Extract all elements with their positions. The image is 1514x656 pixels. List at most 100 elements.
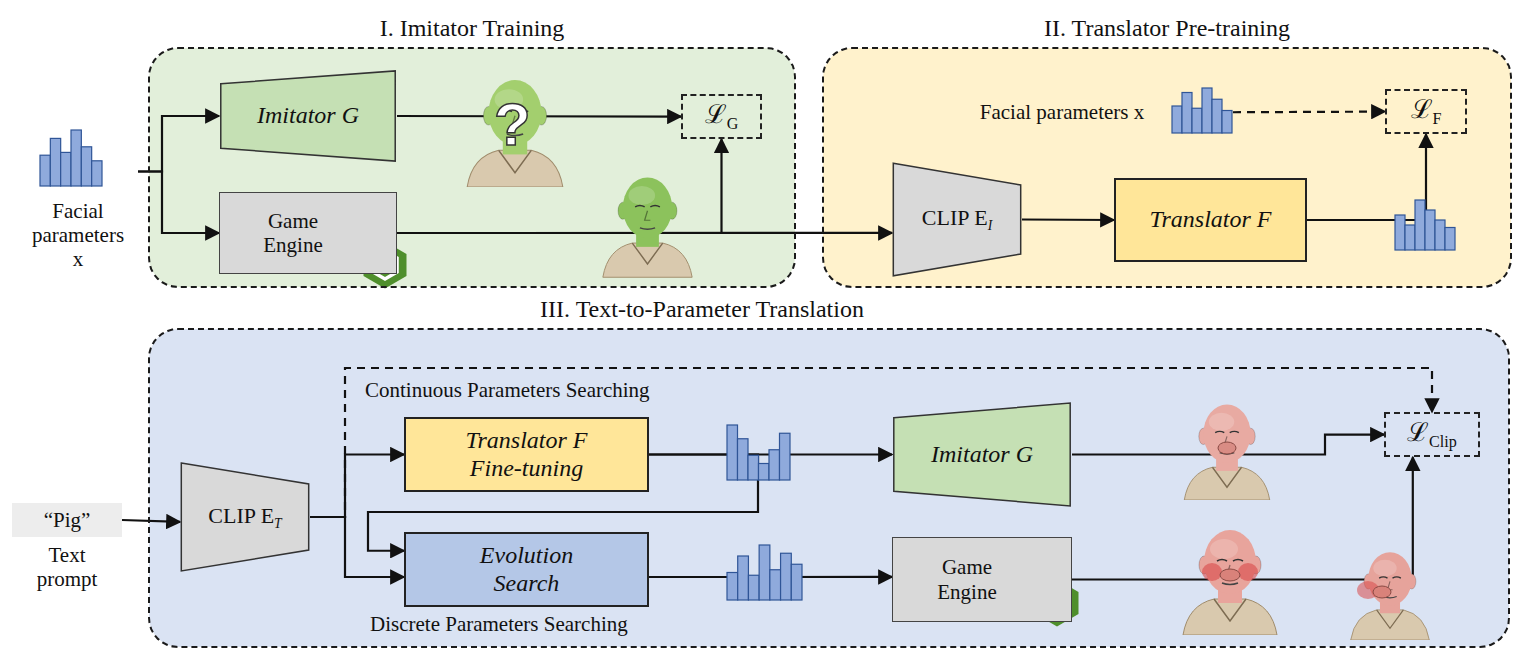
panel-fill (823, 48, 1511, 287)
histogram-bar (1435, 220, 1445, 250)
symbol-group: ℒG (705, 100, 739, 133)
imitated-pig-face (1184, 405, 1269, 500)
evolution-box: Evolution Search (404, 532, 649, 607)
histogram-bar (791, 564, 802, 600)
connector-arrow (138, 172, 219, 234)
connector-arrow (310, 517, 404, 577)
histogram-bar (92, 161, 102, 186)
connector-arrow (138, 116, 219, 172)
histogram-bar (1192, 108, 1202, 133)
connector-arrow (1022, 218, 1114, 221)
subscript-text: G (727, 115, 739, 132)
parameter-label-node: Facial parameters x (947, 90, 1177, 135)
node-text: Imitator G (257, 102, 359, 130)
question-mark: ? (494, 90, 531, 159)
loss-box: ℒG (681, 94, 762, 139)
symbol-text: ℒ (1407, 418, 1429, 447)
histogram-bar (40, 155, 50, 186)
trapezoid-shape (893, 163, 1020, 276)
translator-box: Translator F Fine-tuning (404, 417, 649, 492)
histogram-bar (727, 425, 738, 480)
prompt-caption: Text prompt (27, 543, 107, 591)
histogram-bar (1222, 111, 1232, 134)
section-label: Continuous Parameters Searching (365, 378, 650, 403)
histogram-bar (769, 450, 780, 480)
histogram-bar (738, 556, 749, 600)
clip-encoder: CLIP ET (180, 462, 310, 572)
translator-box: Translator F (1114, 178, 1307, 262)
symbol-group: CLIP EI (922, 205, 992, 233)
histogram-bar (748, 575, 759, 600)
histogram-bar (781, 553, 792, 600)
imitator-trapezoid: Imitator G (219, 70, 397, 162)
histogram-bar (748, 455, 759, 480)
connector-arrow (122, 520, 180, 522)
symbol-group: ℒClip (1407, 418, 1457, 451)
histogram-bar (1202, 88, 1212, 133)
snout (1220, 569, 1240, 581)
connector-arrow (1307, 134, 1426, 220)
imitator-trapezoid: Imitator G (892, 402, 1072, 507)
trapezoid-shape (181, 463, 308, 571)
symbol-text: ℒ (1411, 95, 1433, 124)
unity-icons (364, 242, 1079, 627)
unknown-face (467, 80, 563, 187)
clip-encoder: CLIP EI (892, 162, 1022, 277)
panel-title: I. Imitator Training (380, 14, 565, 42)
cheek (1238, 563, 1258, 581)
connector-arrow (310, 455, 404, 518)
subscript-text: T (274, 516, 282, 531)
histogram-bar (1212, 99, 1222, 133)
trapezoid-shape (221, 71, 395, 161)
panel-fill (149, 329, 1509, 647)
node-text: Game Engine (248, 209, 338, 257)
histogram-bar (759, 545, 770, 600)
loss-box: ℒF (1385, 89, 1467, 134)
panel-title: III. Text-to-Parameter Translation (540, 295, 864, 323)
histogram-bar (759, 464, 770, 481)
node-text: Translator F Fine-tuning (442, 427, 612, 482)
histogram-bar (1445, 228, 1455, 251)
connector-arrow (310, 368, 1432, 517)
histogram-bar (1182, 93, 1192, 134)
subscript-text: F (1433, 110, 1442, 127)
node-text: Imitator G (931, 441, 1033, 469)
symbol-text: CLIP E (922, 205, 988, 230)
histogram-bar (71, 130, 81, 186)
subscript-text: Clip (1429, 433, 1457, 450)
histogram-bar (50, 138, 60, 186)
histogram-bar (738, 439, 749, 480)
stage-panel: III. Text-to-Parameter TranslationCLIP E… (148, 328, 1510, 648)
histogram-bar (1425, 210, 1435, 250)
symbol-group: CLIP ET (208, 503, 281, 531)
histogram-bar (1395, 215, 1405, 250)
histogram-bar (780, 433, 791, 480)
prompt-box: “Pig”Text prompt (12, 503, 122, 537)
trapezoid-shape (894, 403, 1070, 506)
histogram-bar (81, 147, 91, 186)
histograms (40, 88, 1455, 600)
symbol-group: ℒF (1411, 95, 1442, 128)
histogram-bar (1172, 106, 1182, 133)
rendered-pig-face-side (1351, 552, 1430, 640)
histogram-bar (727, 573, 738, 601)
engine-box: Game Engine (892, 537, 1072, 622)
node-text: Game Engine (922, 555, 1012, 603)
rendered-face (603, 178, 692, 278)
node-text: Facial parameters x (980, 100, 1144, 124)
histogram-bar (1415, 200, 1425, 250)
snout (1373, 586, 1391, 598)
section-label: Discrete Parameters Searching (370, 612, 628, 637)
snout (1218, 442, 1236, 454)
rendered-pig-face (1183, 530, 1277, 635)
histogram-bar (61, 152, 71, 186)
engine-box: Game Engine (219, 192, 397, 274)
stage-panel: I. Imitator TrainingImitator GGame Engin… (148, 47, 796, 288)
node-text: Evolution Search (462, 542, 592, 597)
panel-fill (149, 48, 795, 287)
node-text: Facial parameters x (28, 199, 128, 271)
histogram-bar (1405, 225, 1415, 250)
symbol-text: CLIP E (208, 503, 274, 528)
panel-title: II. Translator Pre-training (1044, 14, 1290, 42)
